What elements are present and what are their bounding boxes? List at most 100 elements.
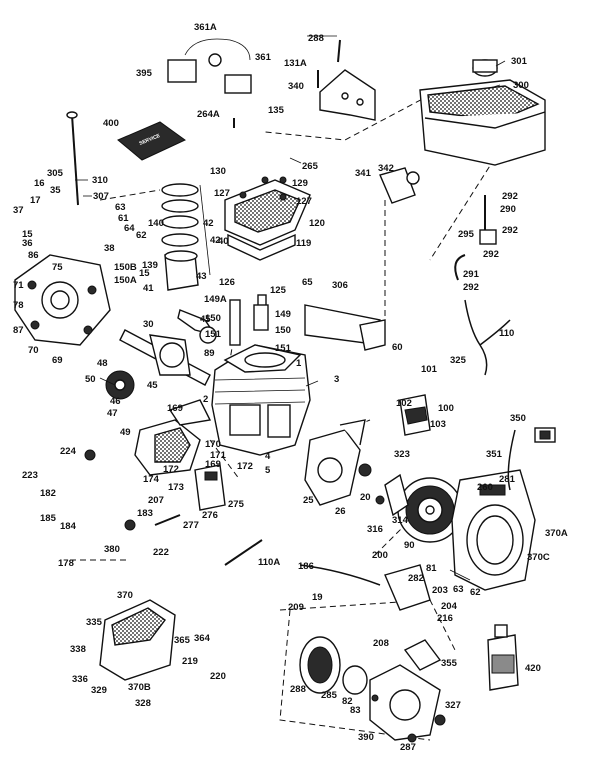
- label-325: 325: [450, 355, 467, 366]
- label-292: 292: [502, 191, 518, 202]
- fastener-set: [84, 39, 446, 743]
- label-169: 169: [167, 403, 183, 414]
- label-184: 184: [60, 521, 77, 532]
- label-171: 171: [210, 450, 227, 461]
- label-17: 17: [30, 195, 41, 206]
- label-276: 276: [202, 510, 218, 521]
- label-395: 395: [136, 68, 153, 79]
- label-150a: 150A: [114, 275, 137, 286]
- crankcase-cover-part: [14, 254, 111, 346]
- label-19: 19: [312, 592, 323, 603]
- label-335: 335: [86, 617, 103, 628]
- throttle-control-part: [299, 564, 471, 611]
- label-127: 127: [214, 188, 230, 199]
- fuel-tank-part: [419, 59, 546, 166]
- label-120: 120: [309, 218, 325, 229]
- label-83: 83: [350, 705, 361, 716]
- label-420: 420: [525, 663, 541, 674]
- label-40: 40: [218, 236, 229, 247]
- label-300: 300: [513, 80, 529, 91]
- label-340: 340: [288, 81, 304, 92]
- label-20: 20: [360, 492, 371, 503]
- label-169-b: 169: [205, 459, 221, 470]
- oil-bottle-part: [487, 624, 519, 691]
- label-26: 26: [335, 506, 346, 517]
- ignition-module-part: [399, 394, 431, 436]
- muffler-guard-part: [99, 599, 176, 681]
- flywheel-part: [384, 473, 463, 543]
- label-38: 38: [104, 243, 115, 254]
- label-101: 101: [421, 364, 438, 375]
- label-328: 328: [135, 698, 151, 709]
- label-265: 265: [302, 161, 319, 172]
- label-370b: 370B: [128, 682, 151, 693]
- label-292-b: 292: [502, 225, 518, 236]
- label-15-b: 15: [139, 268, 150, 279]
- label-135: 135: [268, 105, 285, 116]
- label-295: 295: [458, 229, 475, 240]
- label-310: 310: [92, 175, 108, 186]
- label-139: 139: [142, 260, 158, 271]
- label-151: 151: [205, 329, 222, 340]
- label-390: 390: [358, 732, 374, 743]
- label-2: 2: [203, 394, 208, 405]
- label-292-d: 292: [463, 282, 479, 293]
- label-37: 37: [13, 205, 24, 216]
- tank-bracket-part: [319, 69, 376, 121]
- label-186: 186: [298, 561, 314, 572]
- label-174: 174: [143, 474, 160, 485]
- label-277: 277: [183, 520, 199, 531]
- label-361: 361: [255, 52, 272, 63]
- piston-rings-part: [161, 183, 211, 291]
- label-49: 49: [120, 427, 131, 438]
- label-150b: 150B: [114, 262, 137, 273]
- label-282: 282: [408, 573, 424, 584]
- label-61: 61: [118, 213, 129, 224]
- label-342: 342: [378, 163, 394, 174]
- label-63-b: 63: [453, 584, 464, 595]
- label-87: 87: [13, 325, 24, 336]
- label-110: 110: [499, 328, 514, 339]
- label-285: 285: [321, 690, 338, 701]
- label-125: 125: [270, 285, 287, 296]
- label-172-b: 172: [163, 464, 179, 475]
- label-126: 126: [219, 277, 235, 288]
- label-292-c: 292: [483, 249, 499, 260]
- label-150: 150: [205, 313, 221, 324]
- wire-harness-part: [464, 299, 511, 376]
- label-305: 305: [47, 168, 64, 179]
- label-307: 307: [93, 191, 109, 202]
- label-222: 222: [153, 547, 169, 558]
- label-223: 223: [22, 470, 38, 481]
- ignition-wire-part: [167, 38, 252, 94]
- label-178: 178: [58, 558, 74, 569]
- label-150-b: 150: [275, 325, 291, 336]
- label-287: 287: [400, 742, 416, 753]
- label-288-b: 288: [290, 684, 306, 695]
- label-62: 62: [136, 230, 147, 241]
- label-327: 327: [445, 700, 461, 711]
- label-336: 336: [72, 674, 88, 685]
- label-172: 172: [237, 461, 253, 472]
- label-119: 119: [296, 238, 311, 249]
- timing-gear-part: [105, 370, 135, 400]
- label-70: 70: [28, 345, 39, 356]
- label-209: 209: [288, 602, 304, 613]
- label-71: 71: [13, 280, 24, 291]
- label-75: 75: [52, 262, 63, 273]
- label-329: 329: [91, 685, 107, 696]
- label-15: 15: [22, 229, 33, 240]
- label-89: 89: [204, 348, 215, 359]
- label-288: 288: [308, 33, 324, 44]
- label-30: 30: [143, 319, 154, 330]
- label-350: 350: [510, 413, 526, 424]
- label-185: 185: [40, 513, 57, 524]
- label-380: 380: [104, 544, 120, 555]
- label-149a: 149A: [204, 294, 227, 305]
- label-183: 183: [137, 508, 153, 519]
- label-140: 140: [148, 218, 164, 229]
- label-1: 1: [296, 358, 302, 369]
- label-365: 365: [174, 635, 191, 646]
- label-306: 306: [332, 280, 348, 291]
- label-224: 224: [60, 446, 77, 457]
